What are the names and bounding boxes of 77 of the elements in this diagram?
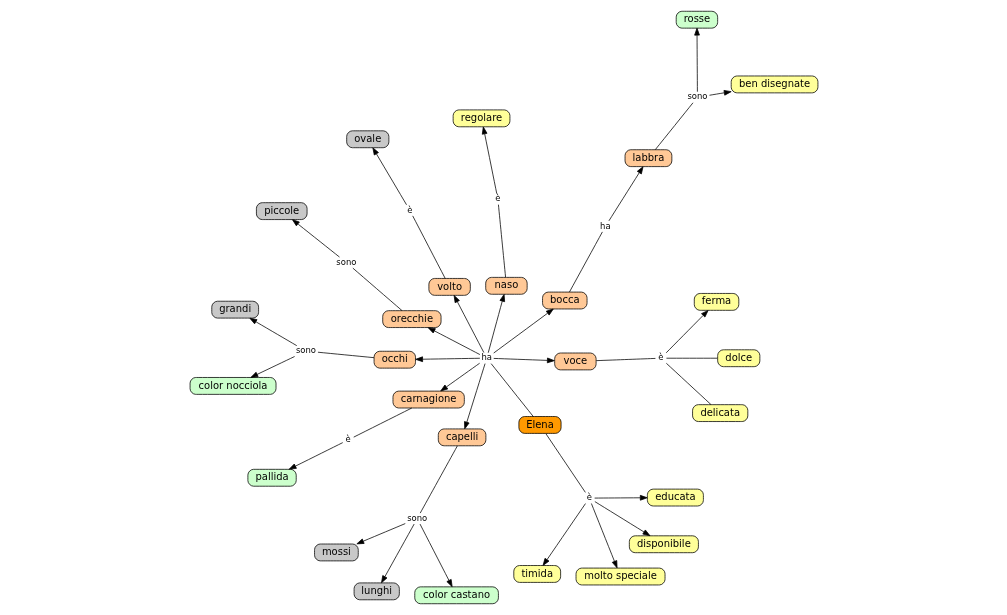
node-text: è <box>494 193 500 204</box>
connector <box>411 215 446 279</box>
node-box: naso <box>484 277 528 295</box>
node-text: sono <box>335 256 356 267</box>
arrow <box>371 147 407 206</box>
node-box: mossi <box>313 543 359 562</box>
node-box: bocca <box>541 291 587 310</box>
node-box: ben disegnate <box>730 75 818 94</box>
node-box: delicata <box>691 404 748 422</box>
node-box: piccole <box>255 202 307 220</box>
node-text: sono <box>295 345 316 356</box>
node-text: è <box>657 352 663 363</box>
node-text: è <box>406 204 412 215</box>
arrow <box>427 327 480 355</box>
arrow <box>593 501 650 537</box>
node-box: occhi <box>373 350 416 369</box>
arrow <box>487 294 505 354</box>
node-box: color castano <box>413 586 499 605</box>
node-box: orecchie <box>381 310 441 328</box>
node-box: ovale <box>345 130 389 149</box>
connector <box>654 102 693 151</box>
arrow <box>481 126 497 194</box>
node-text: è <box>345 434 351 445</box>
connector <box>497 204 506 278</box>
node-box: pallida <box>247 468 297 487</box>
node-box: regolare <box>452 109 510 128</box>
node-box: carnagione <box>392 390 465 409</box>
connector <box>352 267 402 311</box>
node-box: capelli <box>437 428 486 447</box>
arrow <box>250 356 295 378</box>
node-box: timida <box>512 565 561 583</box>
arrow <box>708 90 732 96</box>
arrow <box>291 219 340 258</box>
arrow <box>492 357 555 364</box>
connector <box>317 351 374 359</box>
connector <box>352 407 412 438</box>
arrow <box>414 356 480 363</box>
arrow <box>463 363 485 430</box>
node-box: rosse <box>675 10 718 29</box>
node-box: grandi <box>210 300 259 319</box>
connector <box>490 363 534 417</box>
connector <box>665 362 711 405</box>
arrow <box>693 27 700 93</box>
node-text: ha <box>481 352 492 363</box>
node-box: educata <box>646 488 704 507</box>
arrow <box>453 295 484 353</box>
node-box: lunghi <box>353 582 400 601</box>
node-box: ferma <box>693 293 739 311</box>
arrow <box>439 362 480 392</box>
arrow <box>355 523 406 545</box>
arrow <box>380 523 415 584</box>
node-text: è <box>586 492 592 503</box>
arrow <box>288 442 343 470</box>
arrow <box>590 503 617 569</box>
node-box: volto <box>428 278 471 296</box>
node-box: Elena <box>518 416 561 434</box>
connector <box>544 433 586 493</box>
node-box: dolce <box>716 349 760 368</box>
arrow <box>542 503 586 566</box>
node-box: disponibile <box>628 535 699 554</box>
node-text: ha <box>599 220 611 231</box>
arrow <box>248 317 297 347</box>
arrow <box>492 308 554 354</box>
arrow <box>608 166 643 222</box>
arrow <box>419 523 453 588</box>
node-box: molto speciale <box>575 567 665 586</box>
arrow <box>665 310 708 354</box>
node-box: voce <box>553 352 596 371</box>
node-text: sono <box>686 91 707 102</box>
arrow <box>593 495 648 501</box>
node-box: color nocciola <box>189 377 276 395</box>
node-text: sono <box>406 512 427 523</box>
connector <box>419 445 458 514</box>
node-box: labbra <box>624 149 672 167</box>
connector <box>595 358 656 362</box>
connector <box>568 231 603 293</box>
connector <box>665 357 718 359</box>
